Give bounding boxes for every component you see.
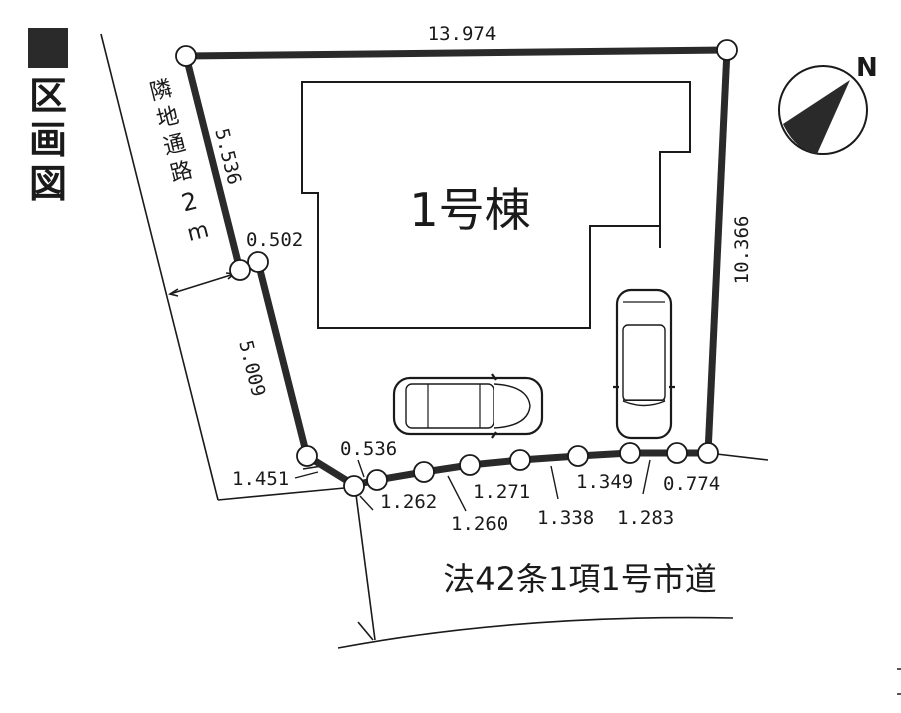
title-marker-square: [28, 28, 68, 68]
front-road-label: 法42条1項1号市道: [443, 560, 716, 598]
boundary-marker: [229, 259, 251, 281]
north-label: N: [856, 53, 878, 83]
adjacent-passage-char: 路: [168, 158, 195, 188]
north-arrow-icon: [783, 80, 850, 154]
car-vertical: [613, 288, 675, 440]
building-label: 1号棟: [409, 183, 530, 237]
dim-s8: 0.774: [663, 473, 720, 495]
boundary-marker: [366, 469, 388, 491]
title-char-3: 図: [28, 162, 67, 206]
boundary-marker: [175, 45, 197, 67]
adjacent-passage-char: m: [185, 218, 212, 247]
dim-s7: 1.283: [617, 507, 674, 529]
dim-right: 10.366: [731, 216, 753, 285]
boundary-marker: [619, 442, 641, 464]
boundary-marker: [697, 442, 719, 464]
boundary-marker: [666, 442, 688, 464]
boundary-marker: [509, 449, 531, 471]
boundary-marker: [343, 475, 365, 497]
boundary-markers: [175, 39, 738, 497]
front-road-lines: [302, 452, 769, 649]
adjacent-passage-char: 2: [179, 187, 201, 218]
title-char-1: 区: [28, 74, 67, 118]
boundary-marker: [296, 445, 318, 467]
boundary-marker: [413, 461, 435, 483]
boundary-marker: [716, 39, 738, 61]
dim-s4: 1.271: [473, 481, 530, 503]
boundary-marker: [459, 454, 481, 476]
boundary-marker: [247, 251, 269, 273]
adjacent-passage-lines: [100, 33, 356, 501]
title-char-2: 画: [28, 118, 67, 162]
dim-left-lower: 5.009: [234, 338, 269, 399]
dim-s2: 1.262: [380, 491, 437, 513]
dim-s3: 1.260: [451, 513, 508, 535]
adjacent-passage-char: 地: [154, 103, 181, 133]
building-footprint: [301, 81, 691, 329]
dimension-leaders: [294, 459, 651, 512]
dim-top: 13.974: [428, 23, 497, 45]
adjacent-passage-char: 隣: [147, 76, 174, 106]
plan-title: 区 画 図: [28, 28, 68, 206]
car-horizontal: [392, 373, 544, 439]
dim-s1: 0.536: [340, 438, 397, 460]
dim-s6: 1.349: [576, 471, 633, 493]
dim-left-jog: 0.502: [246, 229, 303, 251]
adjacent-passage-char: 通: [161, 131, 188, 161]
dim-s5: 1.338: [537, 507, 594, 529]
adjacent-passage-label: 隣 地 通 路 2 m: [147, 76, 212, 247]
scan-marks: [897, 668, 901, 695]
dim-bottom-left: 1.451: [232, 468, 289, 490]
boundary-marker: [567, 445, 589, 467]
north-arrow-compass: N: [778, 53, 878, 155]
